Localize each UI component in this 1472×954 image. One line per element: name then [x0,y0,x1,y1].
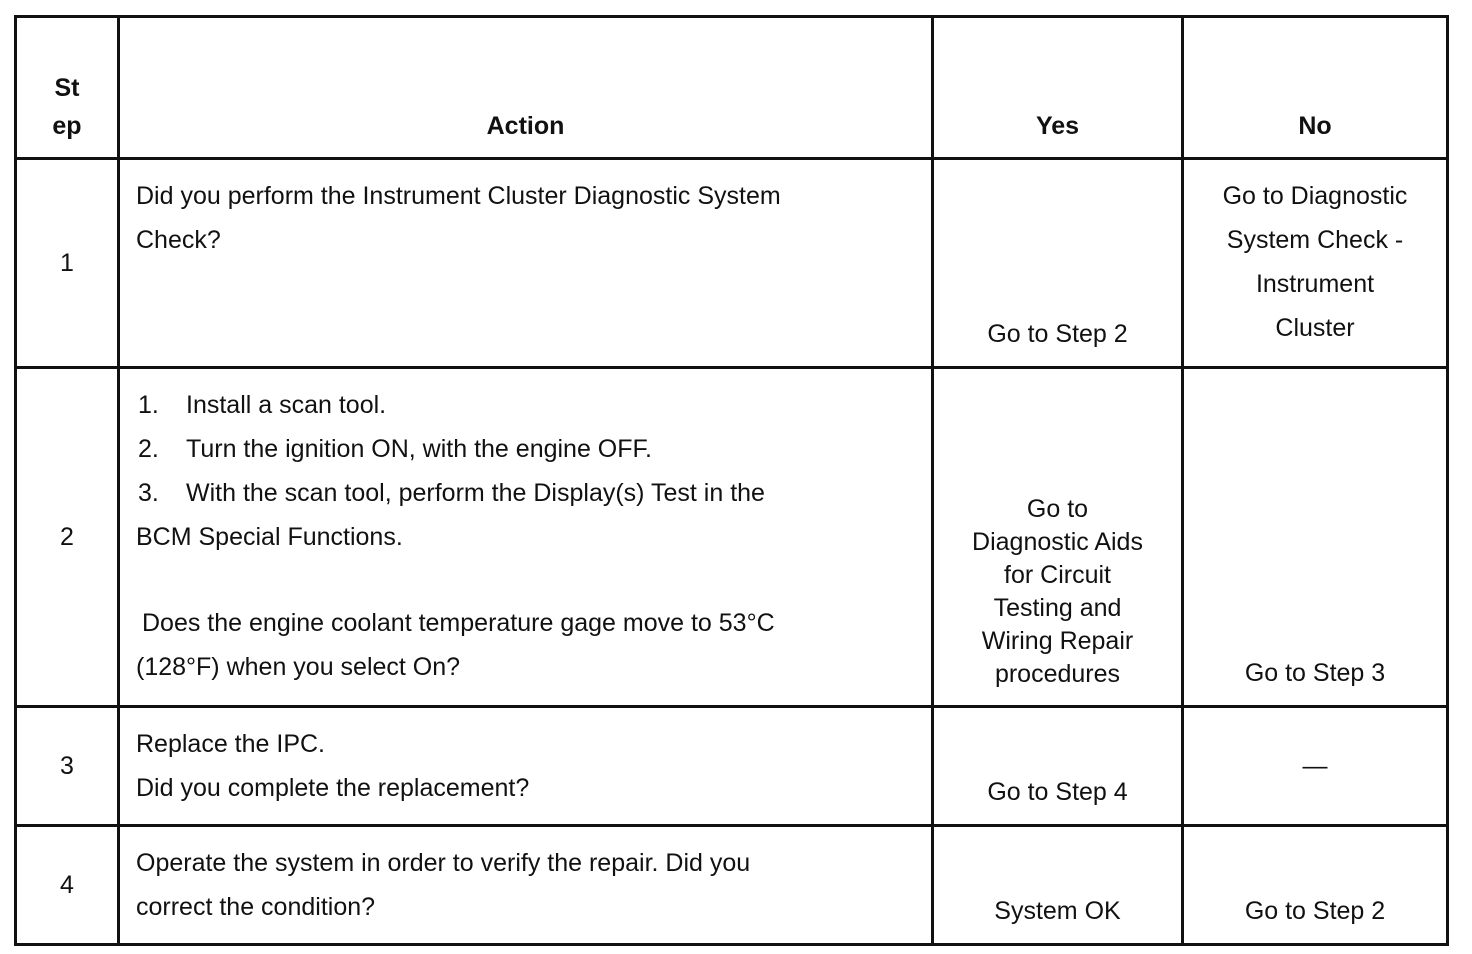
yes-cell: System OK [931,824,1184,946]
header-step-part-1: St [54,74,80,102]
table-row: 4 Operate the system in order to verify … [14,824,1449,946]
yes-line: procedures [994,660,1121,688]
header-yes: Yes [931,15,1184,160]
no-line: System Check - [1226,226,1404,254]
table-row: 3 Replace the IPC. Did you complete the … [14,705,1449,827]
list-number: 3. [138,479,159,507]
step-number: 4 [14,824,120,946]
action-question-line: Does the engine coolant temperature gage… [142,609,775,637]
table-row: 1 Did you perform the Instrument Cluster… [14,157,1449,369]
yes-cell: Go to Step 4 [931,705,1184,827]
no-cell: Go to Diagnostic System Check - Instrume… [1181,157,1449,369]
action-line: Replace the IPC. [136,730,325,758]
action-line: Operate the system in order to verify th… [136,849,751,877]
action-cell: Did you perform the Instrument Cluster D… [117,157,934,369]
yes-line: Wiring Repair [981,627,1134,655]
list-text: With the scan tool, perform the Display(… [186,479,765,507]
action-cell: Replace the IPC. Did you complete the re… [117,705,934,827]
header-no: No [1181,15,1449,160]
yes-cell: Go to Diagnostic Aids for Circuit Testin… [931,366,1184,708]
table-row: 2 1. Install a scan tool. 2. Turn the ig… [14,366,1449,708]
yes-line: Diagnostic Aids [972,528,1143,556]
step-number: 3 [14,705,120,827]
action-line: Check? [136,226,221,254]
step-number: 2 [14,366,120,708]
header-action: Action [117,15,934,160]
header-step: St ep [14,15,120,160]
list-number: 1. [138,391,159,419]
step-number: 1 [14,157,120,369]
action-continuation: BCM Special Functions. [136,523,403,551]
list-text: Turn the ignition ON, with the engine OF… [186,435,652,463]
header-row: St ep Action Yes No [14,15,1449,160]
action-cell: Operate the system in order to verify th… [117,824,934,946]
action-line: Did you complete the replacement? [136,774,530,802]
no-cell: — [1181,705,1449,827]
yes-line: for Circuit [1004,561,1111,589]
list-text: Install a scan tool. [186,391,387,419]
no-cell: Go to Step 3 [1181,366,1449,708]
yes-cell: Go to Step 2 [931,157,1184,369]
action-list-item: 1. Install a scan tool. [136,383,915,427]
action-cell: 1. Install a scan tool. 2. Turn the igni… [117,366,934,708]
list-number: 2. [138,435,159,463]
action-list-item: 2. Turn the ignition ON, with the engine… [136,427,915,471]
action-question-line: (128°F) when you select On? [136,653,461,681]
action-list-item: 3. With the scan tool, perform the Displ… [136,471,915,515]
no-line: Cluster [1275,314,1355,342]
header-step-part-2: ep [52,112,82,140]
action-line: correct the condition? [136,893,376,921]
diagnostic-table: St ep Action Yes No 1 Did you perform th… [14,15,1449,946]
no-line: Instrument [1255,270,1375,298]
no-cell: Go to Step 2 [1181,824,1449,946]
no-line: Go to Diagnostic [1222,182,1408,210]
action-line: Did you perform the Instrument Cluster D… [136,182,781,210]
yes-line: Go to [1026,495,1089,523]
yes-line: Testing and [993,594,1122,622]
